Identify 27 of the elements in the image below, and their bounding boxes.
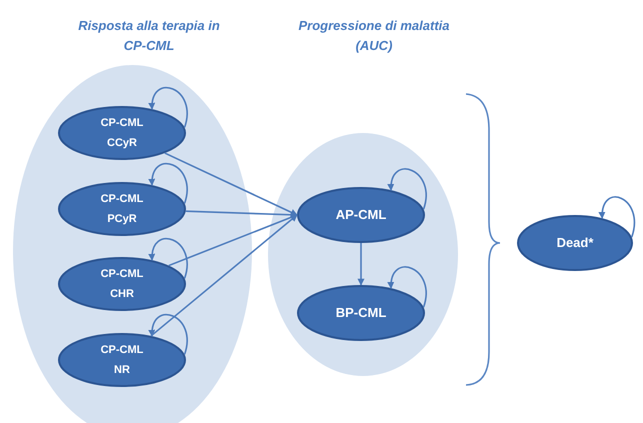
state-ellipse xyxy=(58,182,186,236)
state-label: CP-CML CCyR xyxy=(100,116,144,151)
arrow xyxy=(164,152,298,216)
state-label: AP-CML xyxy=(336,206,386,224)
state-label: BP-CML xyxy=(336,304,386,322)
self-loop-arrow xyxy=(148,314,188,355)
arrow xyxy=(150,214,298,337)
self-loop-arrow xyxy=(388,266,427,308)
self-loop-arrow xyxy=(388,168,427,210)
state-label: Dead* xyxy=(556,234,594,252)
state-ellipse xyxy=(58,333,186,387)
state-label: CP-CML CHR xyxy=(100,267,144,302)
state-ellipse xyxy=(517,215,633,271)
column-heading: Risposta alla terapia in CP-CML xyxy=(77,17,221,55)
self-loop-arrow xyxy=(599,196,636,238)
state-ellipse xyxy=(58,106,186,160)
group-ellipse xyxy=(268,133,458,376)
arrow xyxy=(358,243,364,286)
self-loop-arrow xyxy=(148,162,188,204)
state-ellipse xyxy=(297,187,425,243)
state-label: CP-CML PCyR xyxy=(100,192,144,227)
state-label: CP-CML NR xyxy=(100,343,144,378)
column-heading: Progressione di malattia (AUC) xyxy=(298,17,450,55)
state-ellipse xyxy=(58,257,186,311)
self-loop-arrow xyxy=(148,238,188,279)
self-loop-arrow xyxy=(148,86,188,128)
state-ellipse xyxy=(297,285,425,341)
